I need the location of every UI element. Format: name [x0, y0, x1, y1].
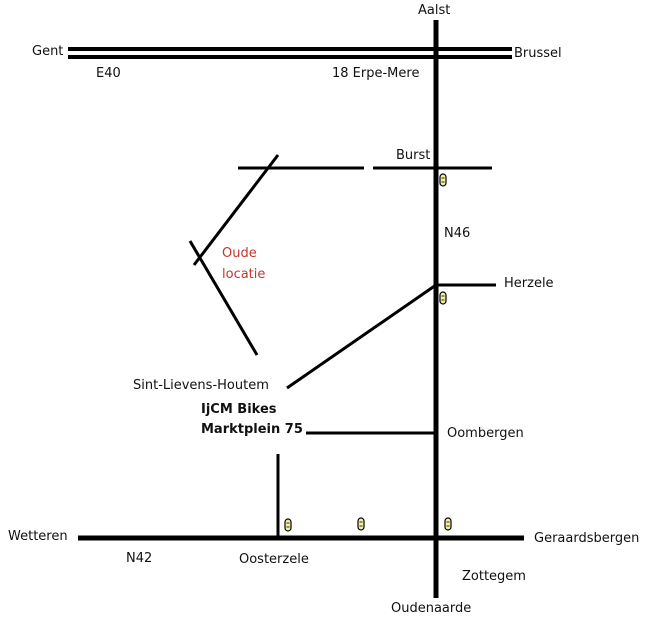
- label-oombergen: Oombergen: [447, 426, 524, 441]
- label-burst: Burst: [396, 148, 431, 163]
- sint-lievens-houtem-road: [286, 283, 437, 390]
- label-n42: N42: [126, 551, 153, 566]
- label-gent: Gent: [32, 44, 64, 59]
- label-aalst: Aalst: [418, 3, 451, 18]
- traffic-light-icon: [357, 517, 365, 531]
- traffic-light-icon: [439, 291, 447, 305]
- label-herzele: Herzele: [504, 276, 554, 291]
- label-e40: E40: [96, 66, 121, 81]
- traffic-light-icon: [444, 517, 452, 531]
- label-sint-lievens-houtem: Sint-Lievens-Houtem: [133, 378, 269, 393]
- label-oosterzele: Oosterzele: [239, 552, 309, 567]
- label-old-location-1: Oude: [222, 246, 257, 261]
- label-zottegem: Zottegem: [462, 569, 526, 584]
- old-location-road-b: [188, 240, 259, 356]
- shop-name: IjCM Bikes: [201, 402, 277, 417]
- label-wetteren: Wetteren: [8, 529, 68, 544]
- traffic-light-icon: [439, 173, 447, 187]
- label-old-location-2: locatie: [222, 267, 266, 282]
- old-location-road-a: [192, 154, 280, 266]
- shop-address: Marktplein 75: [201, 422, 303, 437]
- label-brussel: Brussel: [514, 46, 562, 61]
- label-erpe-mere: 18 Erpe-Mere: [332, 66, 420, 81]
- label-n46: N46: [444, 226, 471, 241]
- label-oudenaarde: Oudenaarde: [391, 601, 472, 616]
- label-geraardsbergen: Geraardsbergen: [534, 531, 640, 546]
- traffic-light-icon: [284, 518, 292, 532]
